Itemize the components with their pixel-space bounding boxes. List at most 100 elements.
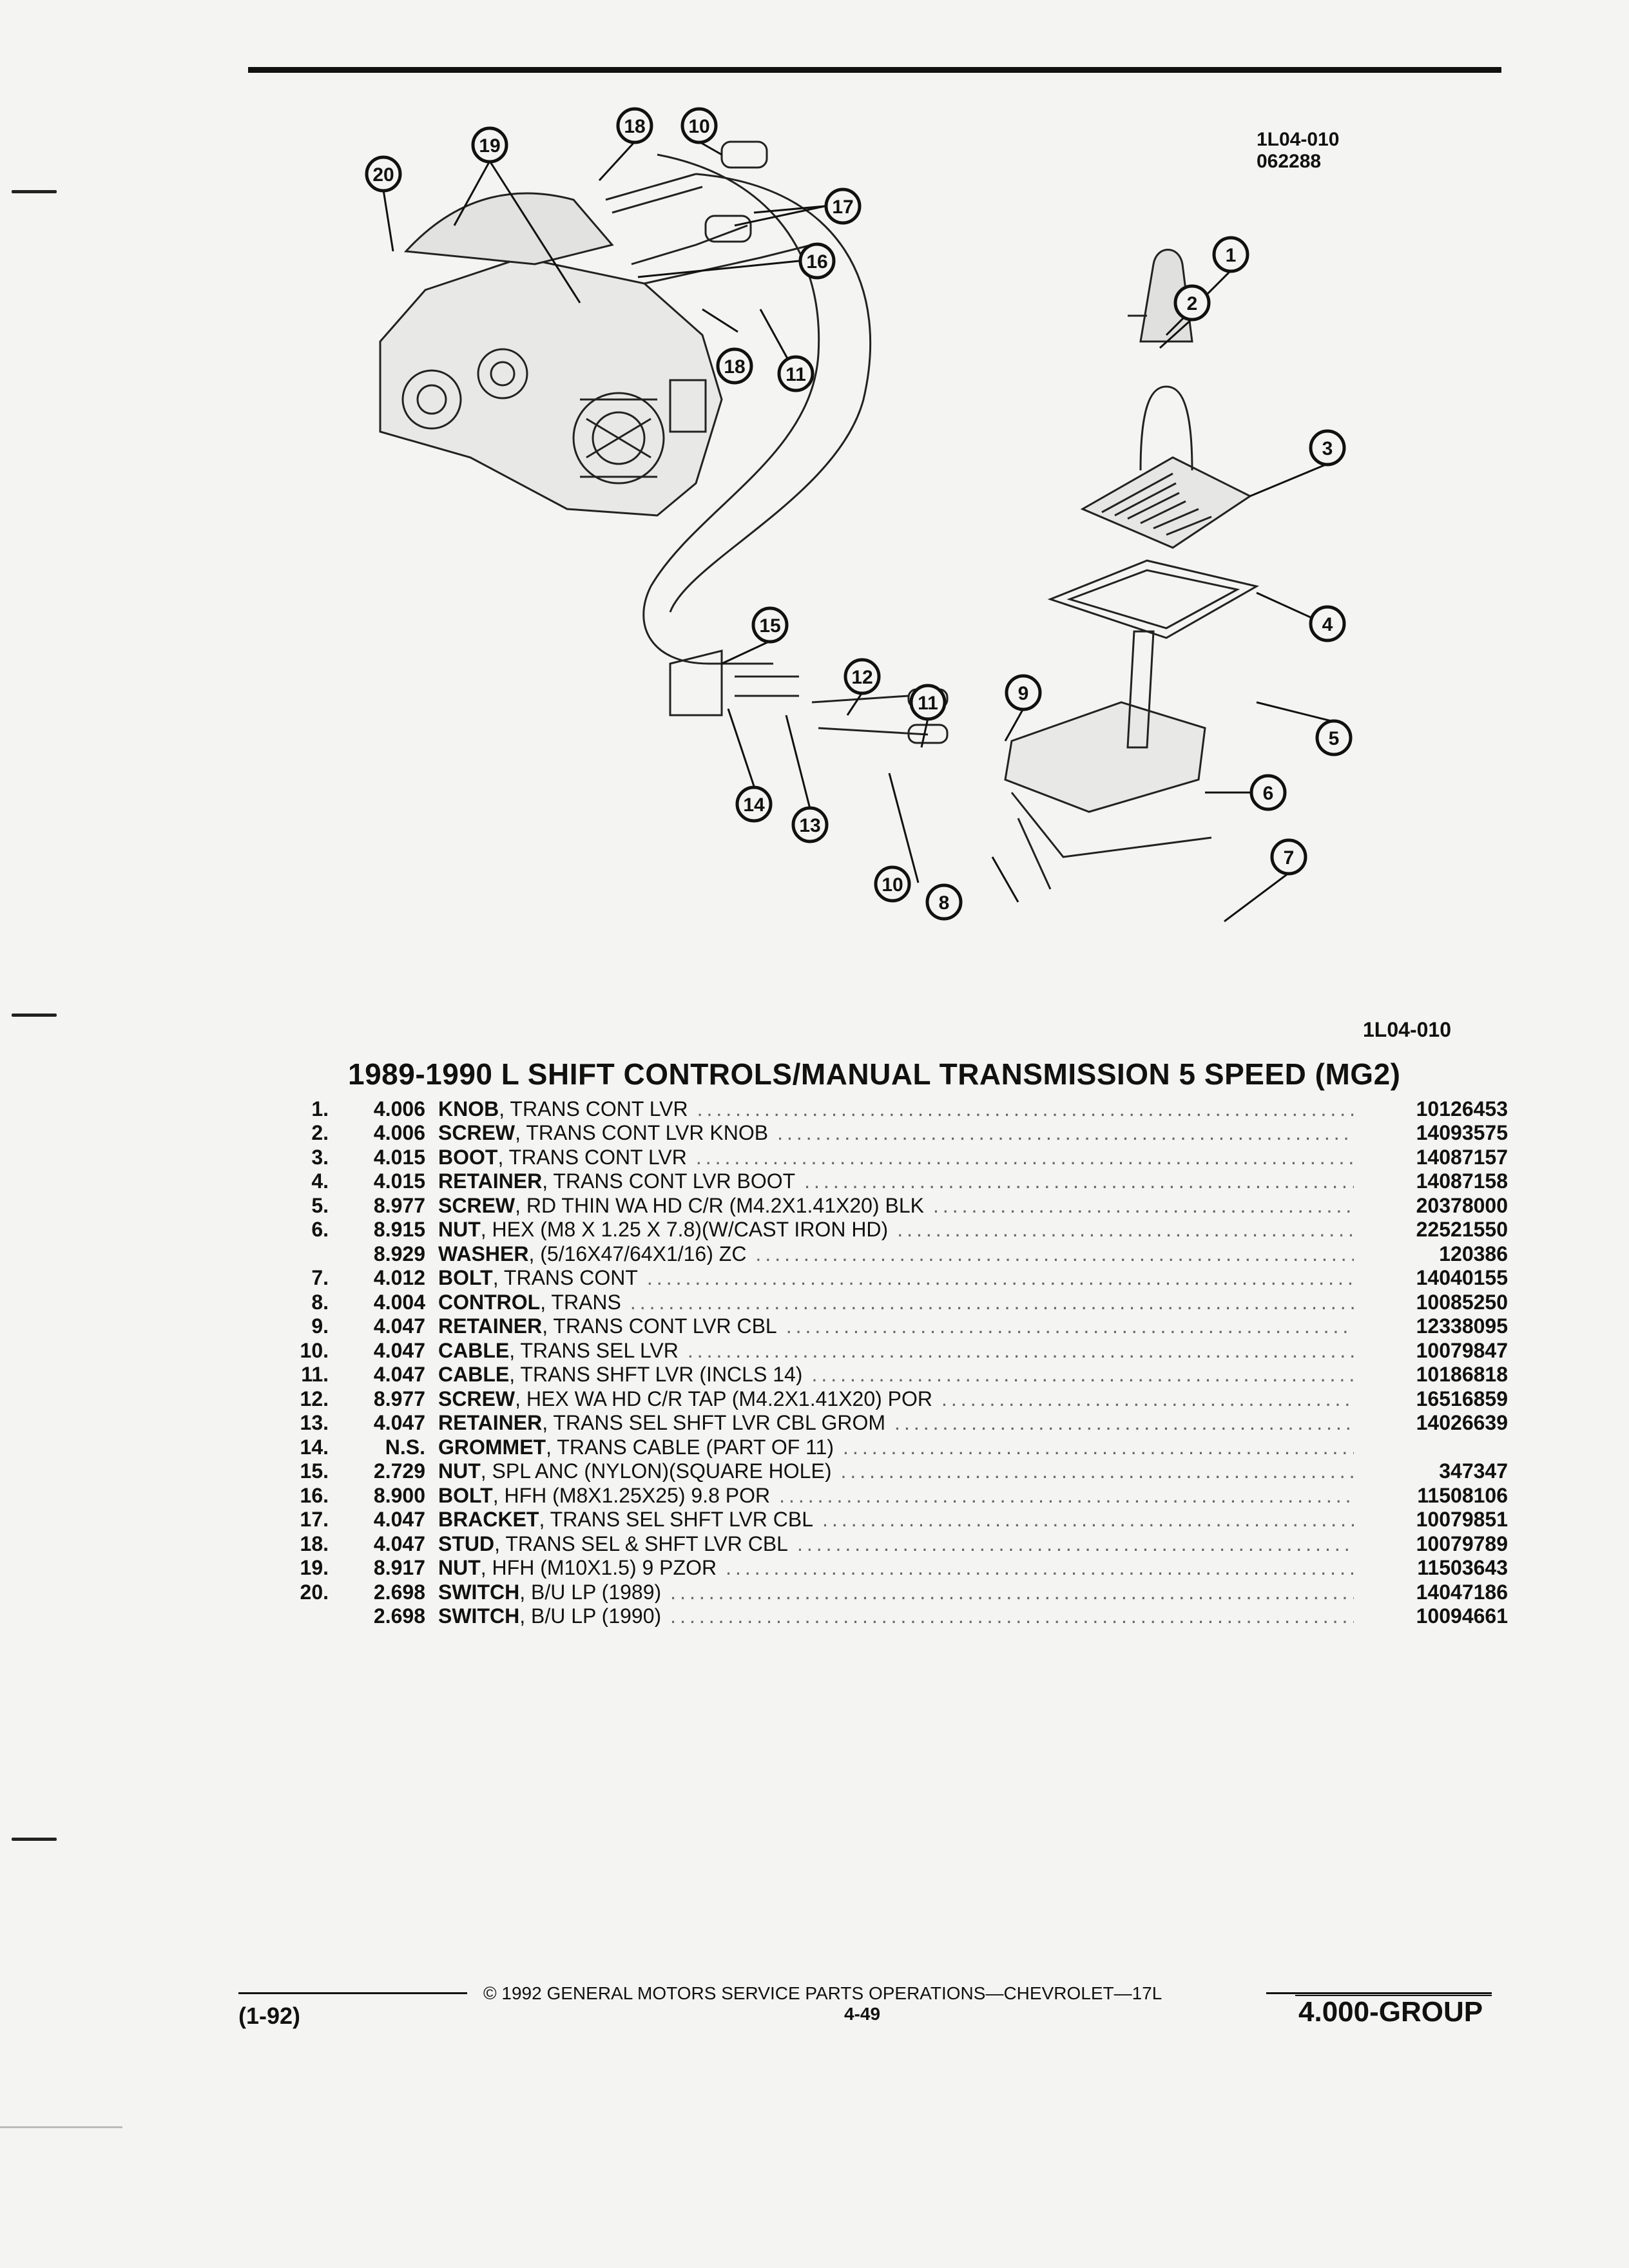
group-code: 4.047	[373, 1532, 425, 1555]
part-name: CONTROL	[438, 1291, 541, 1313]
group-code: 2.698	[373, 1604, 425, 1628]
part-detail: , TRANS SHFT LVR (INCLS 14)	[509, 1363, 803, 1385]
part-detail: , HFH (M8X1.25X25) 9.8 POR	[492, 1484, 771, 1506]
binder-hole-mark	[12, 1014, 57, 1017]
item-number: 13.	[300, 1411, 329, 1434]
svg-text:6: 6	[1263, 783, 1274, 804]
part-description: KNOB , TRANS CONT LVR...................…	[438, 1098, 1363, 1120]
dot-leader: ........................................…	[777, 1122, 1354, 1144]
transmission-case	[379, 256, 723, 517]
group-code: 4.015	[373, 1169, 425, 1193]
group-code: 8.977	[373, 1387, 425, 1410]
svg-text:15: 15	[759, 615, 780, 637]
group-code: 4.047	[373, 1314, 425, 1338]
item-number: 2.	[311, 1121, 329, 1144]
dot-leader: ........................................…	[786, 1315, 1354, 1337]
part-number: 10079851	[1416, 1508, 1508, 1531]
item-number: 9.	[311, 1314, 329, 1338]
part-detail: , TRANS CABLE (PART OF 11)	[546, 1436, 834, 1458]
callout-5: 5	[1315, 719, 1353, 756]
callout-17: 17	[824, 187, 862, 225]
item-number: 6.	[311, 1218, 329, 1241]
dot-leader: ........................................…	[630, 1291, 1354, 1313]
svg-text:18: 18	[724, 356, 745, 378]
callout-18-lower: 18	[716, 347, 753, 385]
part-detail: , TRANS SEL SHFT LVR CBL	[539, 1508, 814, 1530]
item-number: 10.	[300, 1338, 329, 1362]
svg-text:2: 2	[1187, 293, 1198, 314]
part-detail: , SPL ANC (NYLON)(SQUARE HOLE)	[480, 1460, 832, 1482]
part-number: 10079847	[1416, 1338, 1508, 1362]
part-detail: , TRANS CONT LVR	[499, 1097, 688, 1120]
item-number: 15.	[300, 1459, 329, 1483]
item-number: 8.	[311, 1290, 329, 1314]
item-number: 17.	[300, 1508, 329, 1531]
svg-text:13: 13	[799, 815, 820, 836]
part-name: BOLT	[438, 1267, 493, 1289]
callout-16: 16	[798, 242, 836, 280]
callout-4: 4	[1309, 605, 1346, 642]
dot-leader: ........................................…	[687, 1339, 1354, 1361]
part-number: 14026639	[1416, 1411, 1508, 1434]
svg-text:17: 17	[832, 197, 853, 218]
figure-stamp: 1L04-010 062288	[1257, 129, 1339, 173]
part-detail: , TRANS SEL LVR	[509, 1339, 679, 1361]
svg-text:14: 14	[743, 794, 765, 816]
dot-leader: ........................................…	[726, 1557, 1354, 1579]
svg-text:1: 1	[1226, 245, 1237, 266]
part-description: GROMMET , TRANS CABLE (PART OF 11)......…	[438, 1436, 1363, 1458]
figure-id: 1L04-010	[1363, 1018, 1451, 1041]
svg-text:8: 8	[939, 892, 950, 914]
part-name: CABLE	[438, 1363, 510, 1385]
part-description: BOLT , HFH (M8X1.25X25) 9.8 POR.........…	[438, 1485, 1363, 1506]
part-number: 10079789	[1416, 1532, 1508, 1555]
callout-8: 8	[925, 883, 963, 921]
part-number: 347347	[1439, 1459, 1508, 1483]
part-description: BOOT , TRANS CONT LVR...................…	[438, 1146, 1363, 1168]
group-code: 8.900	[373, 1483, 425, 1507]
svg-text:11: 11	[786, 364, 806, 385]
dot-leader: ........................................…	[804, 1170, 1354, 1192]
dot-leader: ........................................…	[670, 1581, 1354, 1603]
svg-text:12: 12	[851, 667, 872, 688]
part-description: STUD , TRANS SEL & SHFT LVR CBL.........…	[438, 1533, 1363, 1555]
dot-leader: ........................................…	[695, 1146, 1354, 1168]
dot-leader: ........................................…	[840, 1460, 1354, 1482]
svg-text:18: 18	[624, 116, 645, 137]
part-number: 10085250	[1416, 1290, 1508, 1314]
dot-leader: ........................................…	[697, 1097, 1354, 1120]
callout-15: 15	[751, 606, 789, 644]
part-number: 16516859	[1416, 1387, 1508, 1410]
dot-leader: ........................................…	[822, 1508, 1354, 1530]
parts-row: 14.N.S.GROMMET , TRANS CABLE (PART OF 11…	[245, 1434, 1508, 1458]
svg-text:7: 7	[1284, 847, 1295, 869]
part-description: NUT , HEX (M8 X 1.25 X 7.8)(W/CAST IRON …	[438, 1218, 1363, 1240]
svg-text:11: 11	[918, 693, 938, 714]
callout-19: 19	[471, 126, 508, 164]
footer-rule-left	[238, 1992, 467, 1994]
part-name: BOLT	[438, 1484, 493, 1506]
stamp-code: 1L04-010	[1257, 129, 1340, 150]
callout-7: 7	[1270, 838, 1307, 876]
part-description: NUT , SPL ANC (NYLON)(SQUARE HOLE)......…	[438, 1460, 1363, 1482]
group-code: 4.004	[373, 1290, 425, 1314]
callout-3: 3	[1309, 429, 1346, 466]
boot-retainer	[1047, 559, 1260, 639]
group-code: 4.006	[373, 1097, 425, 1120]
cable-bracket	[669, 649, 723, 716]
callout-labels: 20 19 18 10 17 16 18 11 1 2 3 4 5 15 12 …	[365, 107, 1353, 921]
part-name: RETAINER	[438, 1170, 543, 1192]
part-name: NUT	[438, 1218, 481, 1240]
part-number: 10126453	[1416, 1097, 1508, 1120]
scan-edge-mark	[0, 2126, 122, 2128]
